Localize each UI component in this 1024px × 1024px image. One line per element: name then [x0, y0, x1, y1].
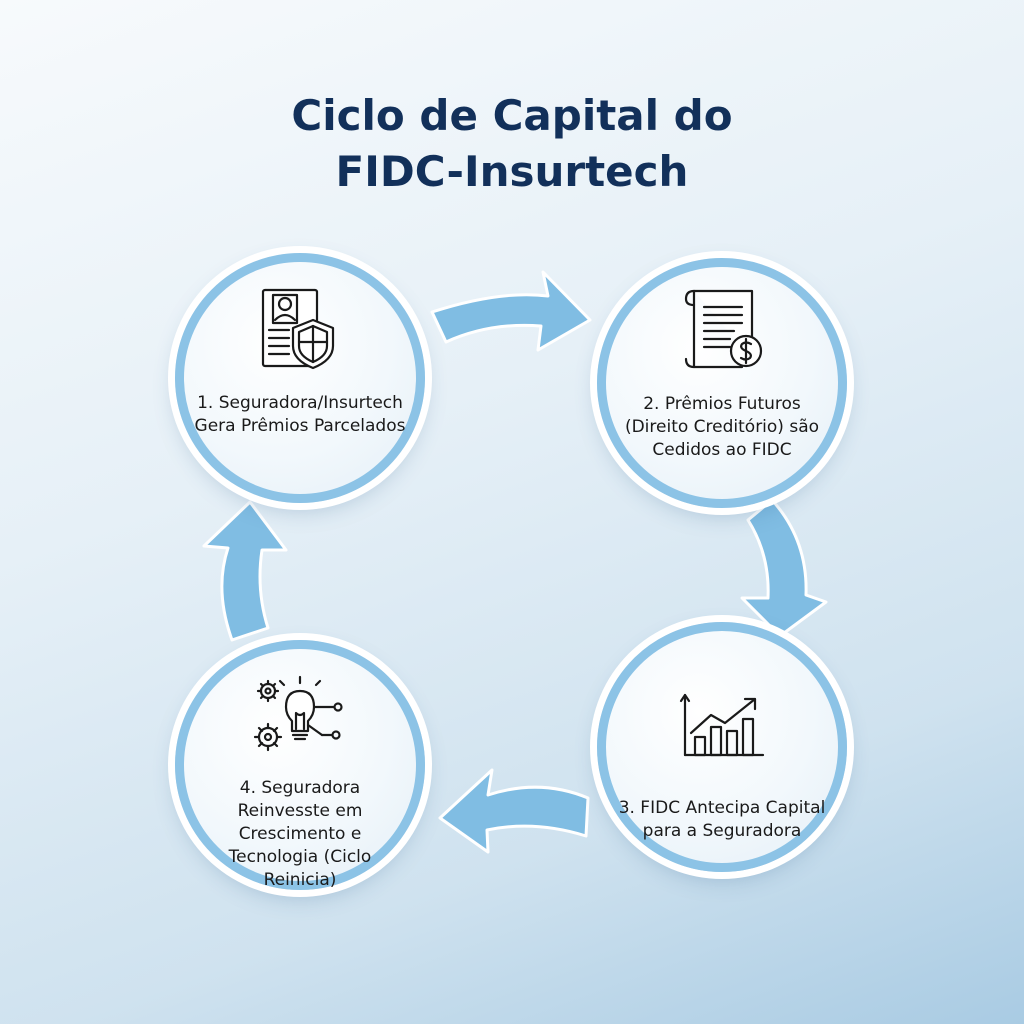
gears-lightbulb-icon — [250, 673, 350, 767]
title-line-1: Ciclo de Capital do — [291, 91, 733, 140]
title-line-2: FIDC-Insurtech — [335, 147, 689, 196]
step-4-circle: 4. Seguradora Reinvesste em Crescimento … — [175, 640, 425, 890]
arrow-step4-to-step1 — [202, 500, 288, 642]
step-3-label: 3. FIDC Antecipa Capital para a Segurado… — [618, 798, 826, 841]
step-2-circle: 2. Prêmios Futuros (Direito Creditório) … — [597, 258, 847, 508]
arrow-step3-to-step4 — [438, 768, 590, 854]
step-4-label: 4. Seguradora Reinvesste em Crescimento … — [228, 778, 372, 890]
step-2-label: 2. Prêmios Futuros (Direito Creditório) … — [624, 394, 820, 460]
document-shield-icon — [255, 284, 345, 378]
arrow-step1-to-step2 — [430, 270, 592, 352]
step-1-label: 1. Seguradora/Insurtech Gera Prêmios Par… — [194, 393, 406, 436]
diagram-title: Ciclo de Capital do FIDC-Insurtech — [0, 88, 1024, 200]
scroll-dollar-icon — [672, 279, 772, 383]
arrow-step2-to-step3 — [740, 498, 828, 638]
growth-chart-icon — [677, 691, 767, 765]
step-1-circle: 1. Seguradora/Insurtech Gera Prêmios Par… — [175, 253, 425, 503]
step-3-circle: 3. FIDC Antecipa Capital para a Segurado… — [597, 622, 847, 872]
